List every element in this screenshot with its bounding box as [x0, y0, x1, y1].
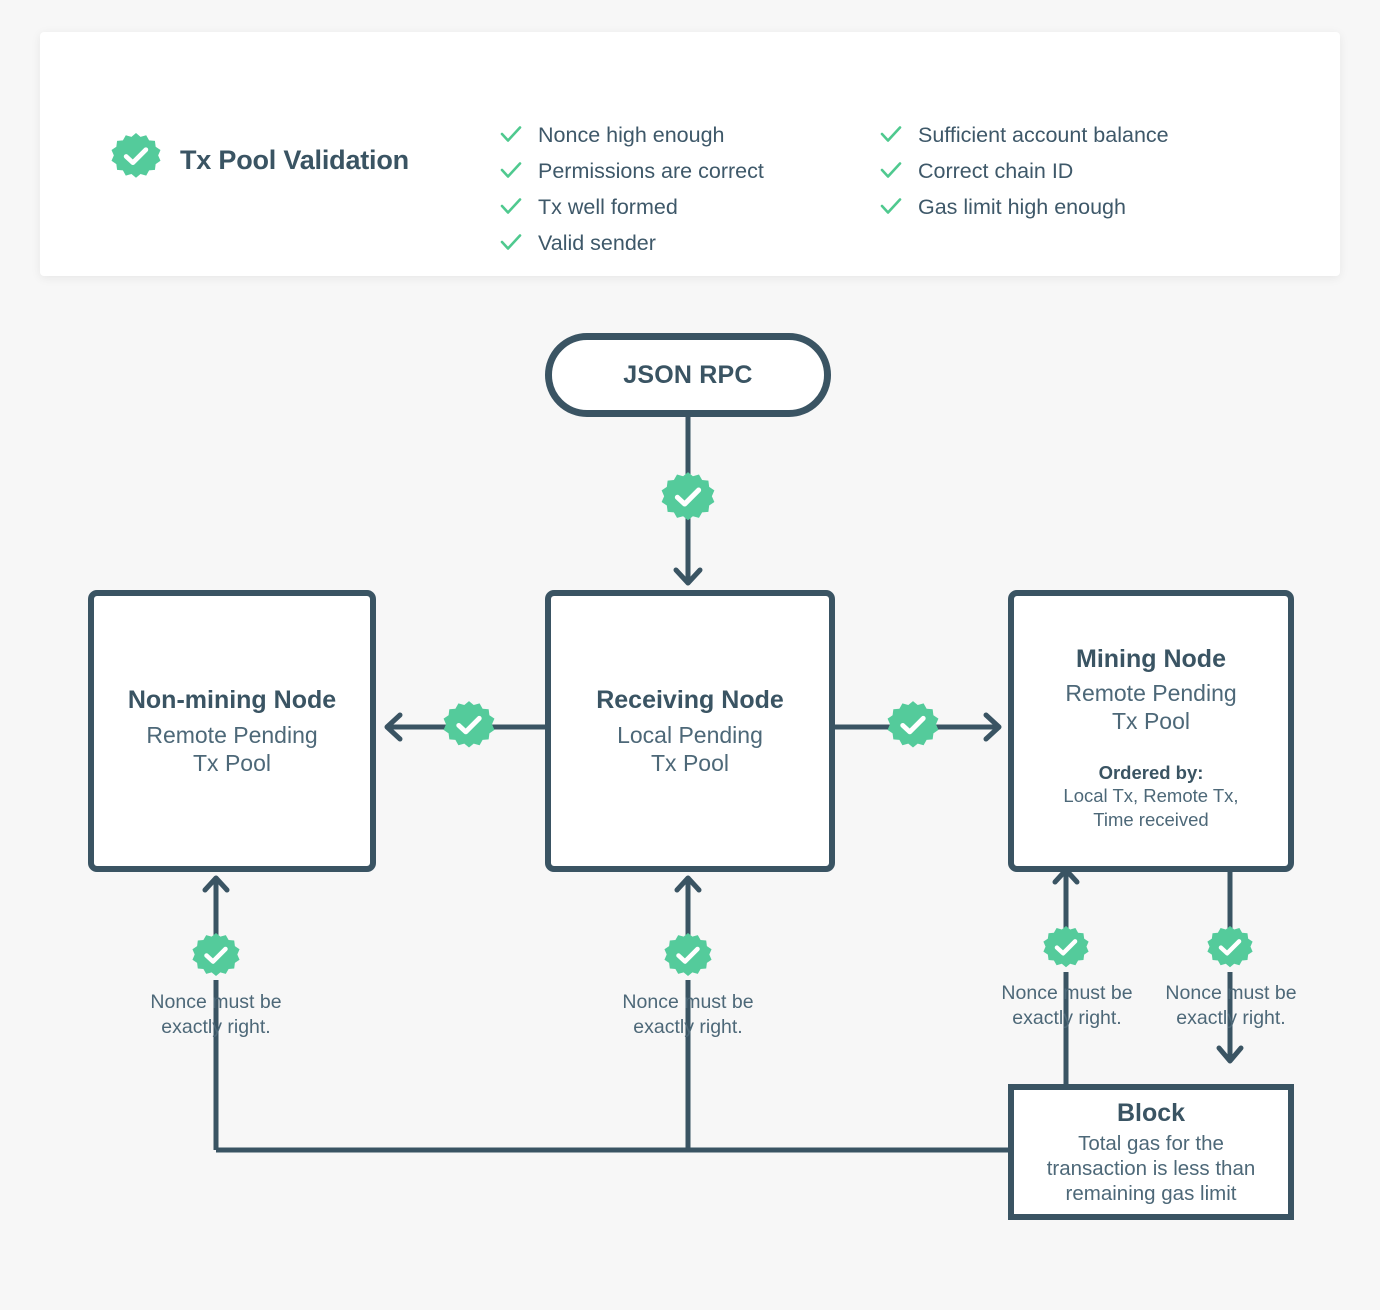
check-icon	[500, 125, 522, 148]
check-seal-icon	[110, 132, 162, 189]
checklist-item: Tx well formed	[500, 189, 880, 225]
check-icon	[500, 161, 522, 184]
non-mining-node-subtitle: Remote Pending Tx Pool	[146, 721, 318, 776]
arrowhead-down	[1216, 1045, 1244, 1064]
block-to-mining-badge	[1042, 925, 1090, 973]
rpc-to-receiving-badge	[660, 471, 716, 527]
receiving-to-non-mining-badge	[442, 700, 496, 754]
nonce-note-non-mining: Nonce must be exactly right.	[150, 991, 282, 1038]
block-subtitle: Total gas for the transaction is less th…	[1046, 1132, 1256, 1205]
checklist-item: Sufficient account balance	[880, 117, 1300, 153]
checklist-item-label: Tx well formed	[538, 195, 678, 219]
mining-node-ordered-by-body: Local Tx, Remote Tx, Time received	[1063, 785, 1239, 830]
arrowhead-up	[674, 875, 702, 893]
receiving-node-title: Receiving Node	[596, 686, 784, 715]
mining-node-box[interactable]: Mining Node Remote Pending Tx Pool Order…	[1008, 590, 1294, 872]
json-rpc-label: JSON RPC	[623, 360, 753, 389]
check-icon	[500, 197, 522, 220]
block-title: Block	[1116, 1099, 1186, 1127]
mining-node-ordered-by-label: Ordered by:	[1098, 762, 1204, 784]
block-to-non-mining-badge	[191, 932, 241, 982]
checklist-item: Gas limit high enough	[880, 189, 1300, 225]
page-title: Tx Pool Validation	[180, 145, 409, 175]
checklist-item-label: Correct chain ID	[918, 159, 1074, 183]
mining-to-block-badge	[1206, 925, 1254, 973]
checklist-item-label: Nonce high enough	[538, 123, 725, 147]
check-icon	[880, 197, 902, 220]
checklist-item: Nonce high enough	[500, 117, 880, 153]
nonce-note-mining-right: Nonce must be exactly right.	[1165, 982, 1297, 1029]
tx-pool-validation-card: Tx Pool Validation Nonce high enough Per…	[40, 32, 1340, 276]
validation-checklist-column-2: Sufficient account balance Correct chain…	[880, 117, 1300, 225]
check-icon	[880, 161, 902, 184]
check-icon	[500, 233, 522, 256]
nonce-note-mining-left: Nonce must be exactly right.	[1001, 982, 1133, 1029]
checklist-item: Correct chain ID	[880, 153, 1300, 189]
checklist-item: Valid sender	[500, 225, 880, 261]
nonce-note-receiving: Nonce must be exactly right.	[622, 991, 754, 1038]
arrowhead-right	[983, 712, 1002, 742]
json-rpc-node[interactable]: JSON RPC	[545, 333, 831, 417]
block-to-receiving-badge	[663, 932, 713, 982]
arrowhead-left	[384, 712, 403, 742]
mining-node-subtitle: Remote Pending Tx Pool	[1065, 680, 1237, 735]
checklist-item-label: Permissions are correct	[538, 159, 764, 183]
checklist-item-label: Valid sender	[538, 231, 656, 255]
receiving-node-box[interactable]: Receiving Node Local Pending Tx Pool	[545, 590, 835, 872]
arrowhead-down	[673, 567, 703, 586]
checklist-item: Permissions are correct	[500, 153, 880, 189]
non-mining-node-box[interactable]: Non-mining Node Remote Pending Tx Pool	[88, 590, 376, 872]
check-icon	[880, 125, 902, 148]
mining-node-title: Mining Node	[1076, 645, 1226, 673]
non-mining-node-title: Non-mining Node	[127, 686, 337, 715]
checklist-item-label: Gas limit high enough	[918, 195, 1126, 219]
arrowhead-up	[202, 875, 230, 893]
receiving-to-mining-badge	[886, 700, 940, 754]
validation-checklist-column-1: Nonce high enough Permissions are correc…	[500, 117, 880, 261]
card-title-group: Tx Pool Validation	[110, 132, 409, 189]
receiving-node-subtitle: Local Pending Tx Pool	[617, 721, 763, 776]
block-box[interactable]: Block Total gas for the transaction is l…	[1008, 1084, 1294, 1220]
checklist-item-label: Sufficient account balance	[918, 123, 1169, 147]
